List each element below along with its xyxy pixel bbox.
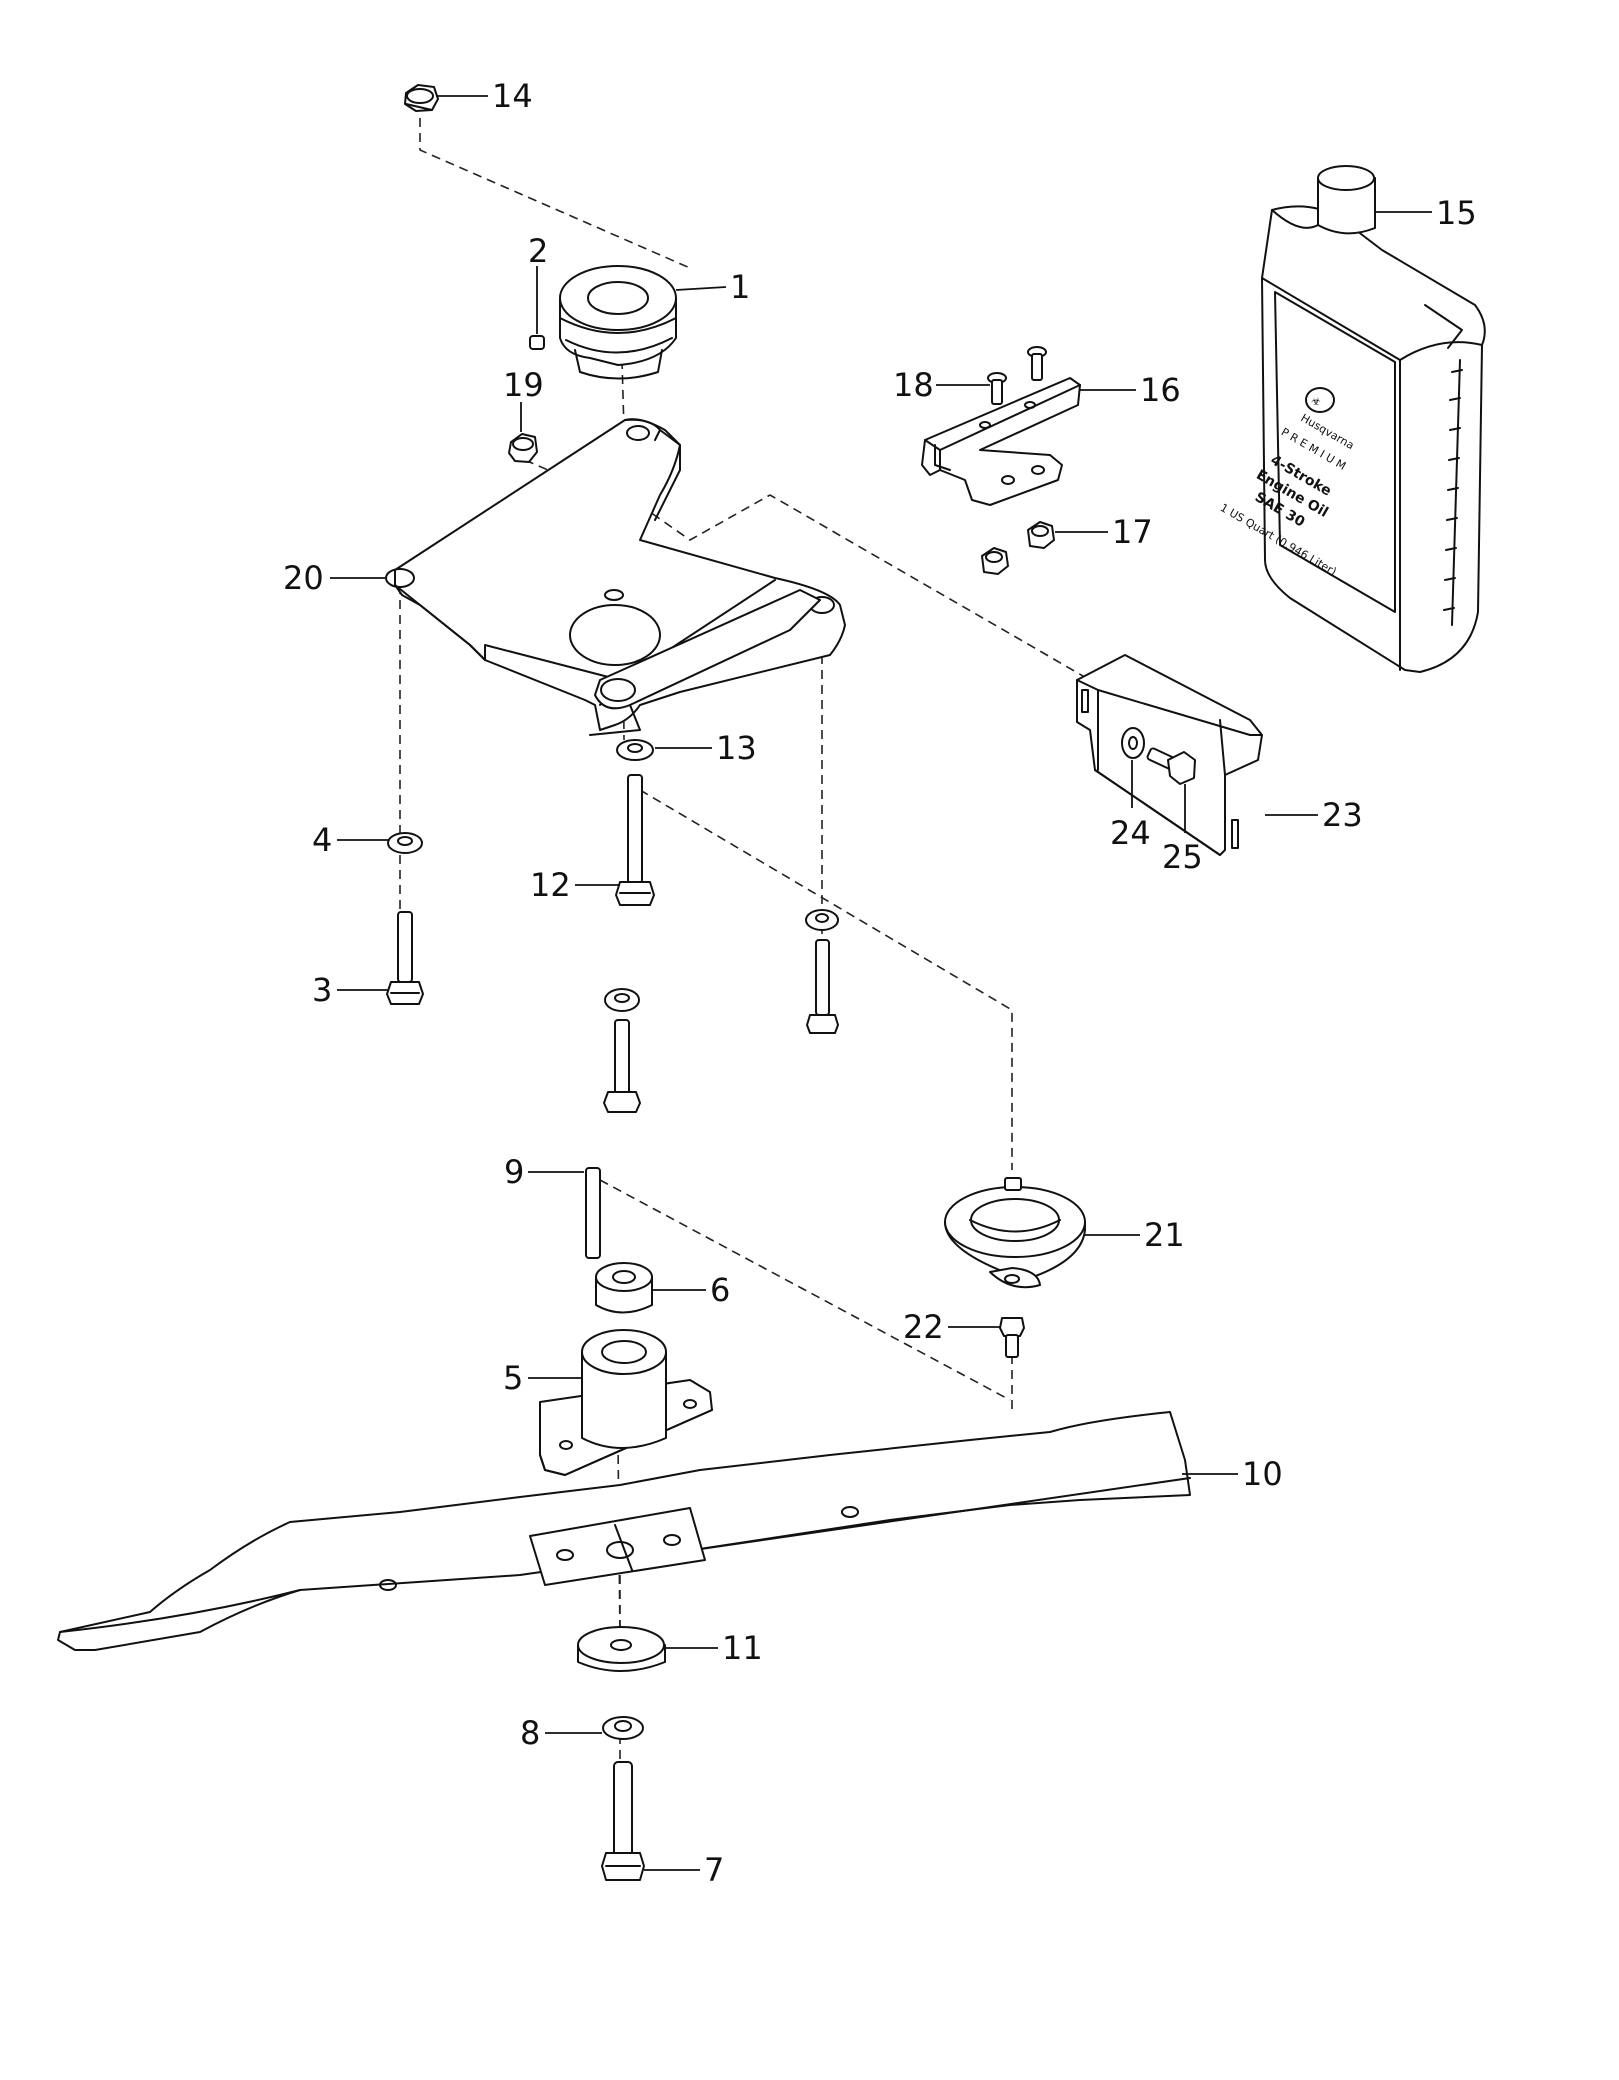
callout-19: 19 [503,366,544,404]
part-15-oil-bottle: Husqvarna P R E M I U M 4-Stroke Engine … [1218,165,1486,673]
callout-11: 11 [722,1629,763,1667]
part-3-bolt [386,911,424,1005]
callout-20: 20 [283,559,324,597]
part-17-nuts [981,521,1055,575]
callout-16: 16 [1140,371,1181,409]
part-11-spacer [577,1626,666,1672]
part-10-blade [57,1411,1191,1651]
part-24-washer [1121,727,1145,759]
assembly-line-plate-23 [639,494,1091,681]
leader-1 [675,286,727,291]
part-21-bearing-housing [944,1177,1086,1289]
callout-17: 17 [1112,513,1153,551]
part-25-bolt [1146,747,1196,785]
part-13-washer [616,739,654,761]
mounting-plate [385,418,846,736]
part-8-washer [602,1716,644,1740]
assembly-line-14-1 [419,118,691,269]
part-19-nut [508,433,538,463]
part-7-bolt [601,1761,645,1881]
callout-14: 14 [492,77,533,115]
part-4-washer [387,832,423,854]
callout-6: 6 [710,1271,730,1309]
callout-21: 21 [1144,1216,1185,1254]
callout-10: 10 [1242,1455,1283,1493]
callout-numbers: 14 1 2 19 15 18 16 17 20 13 4 12 3 24 25… [283,77,1477,1889]
callout-22: 22 [903,1308,944,1346]
callout-3: 3 [312,971,332,1009]
right-washer-bolt [805,909,839,1034]
part-2-key [529,335,545,350]
part-9-key [585,1167,601,1259]
callout-15: 15 [1436,194,1477,232]
callout-4: 4 [312,821,332,859]
part-14-nut [404,84,439,112]
callout-23: 23 [1322,796,1363,834]
part-22-bolt [999,1317,1025,1358]
callout-18: 18 [893,366,934,404]
part-6-spacer [595,1262,653,1314]
part-12-bolt [615,774,655,906]
part-18-screws [987,346,1047,405]
svg-text:☣: ☣ [1311,395,1321,408]
callout-5: 5 [503,1359,523,1397]
callout-2: 2 [528,232,548,270]
bottle-scale [1443,359,1463,626]
callout-24: 24 [1110,814,1151,852]
bottle-logo: ☣ [1305,387,1335,413]
callout-13: 13 [716,729,757,767]
part-1-pulley [559,265,677,380]
callout-leaders [330,95,1432,1871]
callout-1: 1 [730,268,750,306]
callout-7: 7 [704,1851,724,1889]
callout-8: 8 [520,1714,540,1752]
assembly-line-9-22 [599,1179,1011,1401]
assembly-line-1-plate [621,359,625,431]
part-5-spindle-housing [539,1329,713,1476]
callout-9: 9 [504,1153,524,1191]
callout-12: 12 [530,866,571,904]
center-washer-bolt [603,988,641,1113]
callout-25: 25 [1162,838,1203,876]
part-16-bracket [921,377,1081,506]
